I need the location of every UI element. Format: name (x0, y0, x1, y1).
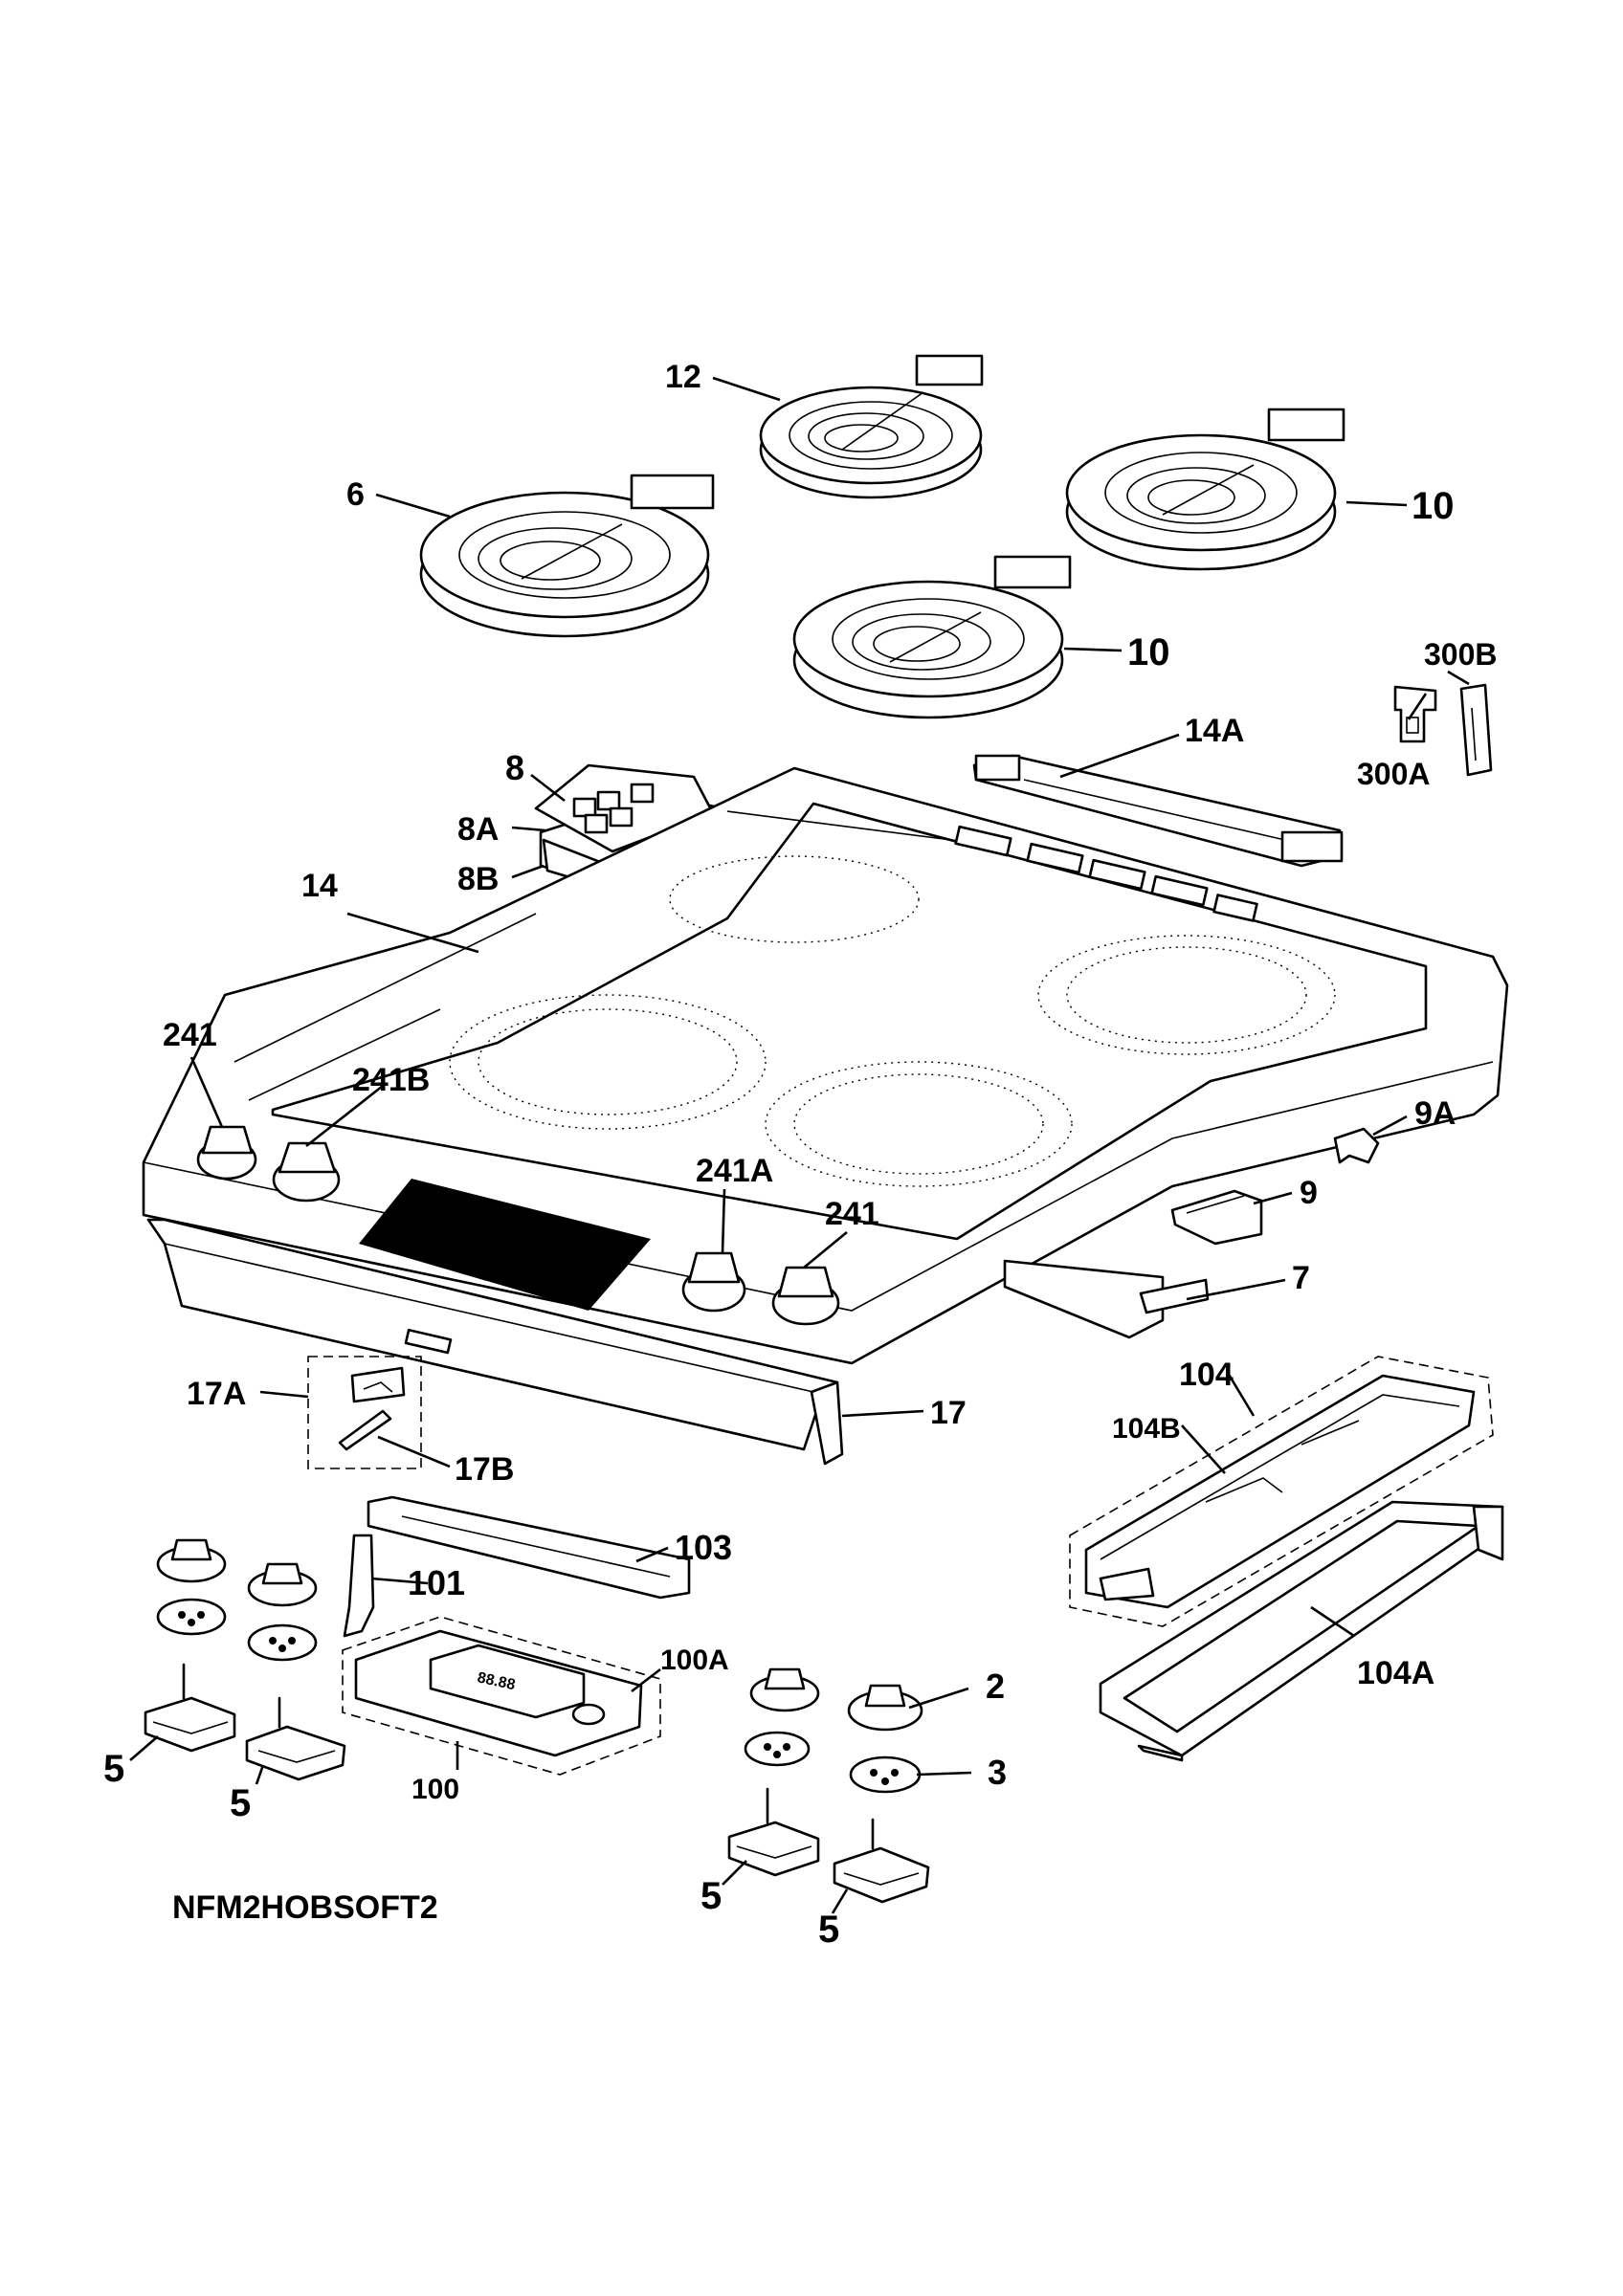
knob-skirt-right-1 (744, 1667, 820, 1767)
display-strip-103 (367, 1495, 691, 1600)
callout-14a: 14A (1185, 713, 1244, 749)
callout-241b: 241B (352, 1062, 430, 1098)
callout-17b: 17B (455, 1451, 514, 1488)
callout-241a: 241A (696, 1153, 773, 1189)
control-panel-trim-17 (146, 1218, 844, 1466)
display-board-100: 88.88 (342, 1616, 661, 1776)
callout-9: 9 (1300, 1175, 1318, 1211)
leader-lines (129, 376, 1470, 1914)
callout-17: 17 (930, 1395, 967, 1431)
clip-9a (1333, 1127, 1380, 1164)
knob-241b (272, 1141, 341, 1203)
callout-labels: 12 6 10 10 300B 300A 14A 8 8A 8B 14 241 … (103, 359, 1498, 1951)
callout-5-right-1: 5 (700, 1875, 722, 1917)
callout-2: 2 (986, 1667, 1005, 1706)
callout-17a: 17A (187, 1376, 246, 1412)
callout-8a: 8A (457, 811, 499, 848)
callout-14: 14 (301, 868, 338, 904)
callout-5-right-2: 5 (818, 1909, 839, 1951)
trim-strip-14a (972, 754, 1344, 868)
rail-7 (1003, 1259, 1210, 1339)
knob-241-left (196, 1125, 257, 1181)
heating-element-12 (759, 354, 984, 499)
callout-7: 7 (1292, 1260, 1310, 1296)
knob-bezel-2 (847, 1684, 923, 1732)
callout-10-center: 10 (1127, 631, 1170, 673)
callout-300b: 300B (1424, 637, 1498, 672)
bracket-300b (1459, 683, 1493, 777)
callout-12: 12 (665, 359, 701, 395)
bezel-frame-104a (1099, 1500, 1504, 1762)
switch-5-right-1 (727, 1787, 820, 1877)
heating-element-10-right (1065, 408, 1345, 571)
callout-8: 8 (505, 748, 524, 787)
callout-6: 6 (346, 476, 365, 513)
bracket-9 (1170, 1189, 1263, 1246)
sensor-assembly-17a-17b (307, 1356, 422, 1469)
ribbon-cable-101 (343, 1534, 375, 1638)
switch-5-right-2 (833, 1818, 930, 1904)
callout-5-left-1: 5 (103, 1748, 124, 1790)
switch-5-left-2 (245, 1696, 346, 1781)
callout-10-right: 10 (1412, 485, 1455, 527)
callout-104a: 104A (1357, 1655, 1434, 1691)
cooktop-glass-14 (142, 766, 1509, 1365)
switch-5-left-1 (144, 1663, 236, 1753)
callout-241-left: 241 (163, 1017, 217, 1053)
heating-element-10-center (792, 555, 1072, 719)
drawing-code-label: NFM2HOBSOFT2 (172, 1889, 438, 1926)
knob-241-right (771, 1266, 840, 1326)
knob-skirt-left-2 (247, 1562, 318, 1662)
heating-element-6 (419, 474, 715, 638)
callout-300a: 300A (1357, 757, 1431, 791)
knob-seal-3 (849, 1755, 922, 1794)
callout-103: 103 (675, 1528, 732, 1567)
knob-241a (681, 1251, 746, 1313)
control-housing-104 (1069, 1356, 1494, 1627)
callout-8b: 8B (457, 861, 499, 897)
callout-5-left-2: 5 (230, 1782, 251, 1824)
callout-104b: 104B (1112, 1413, 1181, 1445)
callout-9a: 9A (1414, 1095, 1456, 1132)
callout-101: 101 (408, 1563, 465, 1602)
callout-241-right: 241 (825, 1196, 879, 1232)
knob-skirt-left-1 (156, 1538, 227, 1636)
callout-3: 3 (988, 1753, 1007, 1792)
callout-100: 100 (411, 1774, 459, 1805)
callout-100a: 100A (660, 1645, 729, 1676)
callout-104: 104 (1179, 1357, 1234, 1393)
bracket-300a (1393, 685, 1437, 743)
